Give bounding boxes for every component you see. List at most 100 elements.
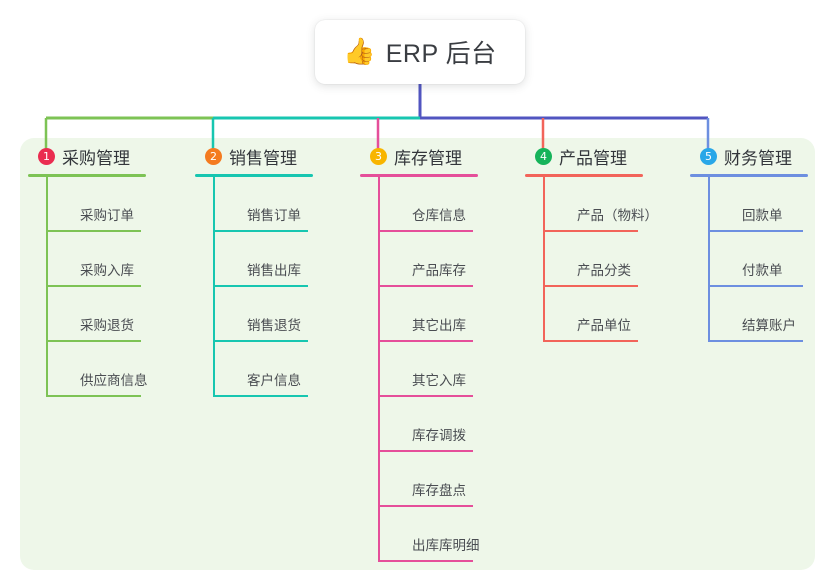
branch-number-badge: 3	[370, 147, 387, 165]
branch-item[interactable]: 客户信息	[213, 342, 313, 397]
branch-item[interactable]: 销售退货	[213, 287, 313, 342]
branch-item-rule	[378, 340, 473, 342]
branch-header-1[interactable]: 1 采购管理	[28, 143, 146, 169]
branch-item-label: 采购退货	[80, 318, 134, 333]
branch-item[interactable]: 采购入库	[46, 232, 146, 287]
branch-item-rule	[213, 285, 308, 287]
branch-item-rule	[378, 230, 473, 232]
branch-item-label: 库存调拨	[412, 428, 466, 443]
branch-item[interactable]: 产品库存	[378, 232, 478, 287]
branch-item-rule	[708, 230, 803, 232]
branch-item-label: 供应商信息	[80, 373, 148, 388]
branch-title: 采购管理	[62, 148, 130, 168]
root-title: ERP 后台	[385, 40, 497, 68]
branch-item-rule	[213, 395, 308, 397]
branch-item-rule	[378, 450, 473, 452]
branch-item-label: 产品单位	[577, 318, 631, 333]
branch-title: 销售管理	[229, 148, 297, 168]
branch-item[interactable]: 库存调拨	[378, 397, 478, 452]
branch-spine	[378, 177, 380, 562]
branch-item[interactable]: 出库库明细	[378, 507, 480, 562]
branch-item[interactable]: 销售订单	[213, 177, 313, 232]
branch-header-5[interactable]: 5 财务管理	[690, 143, 808, 169]
branch-item-rule	[46, 340, 141, 342]
branch-header-2[interactable]: 2 销售管理	[195, 143, 313, 169]
branch-item-label: 产品库存	[412, 263, 466, 278]
branch-spine	[543, 177, 545, 342]
branch-header-3[interactable]: 3 库存管理	[360, 143, 478, 169]
thumbs-up-icon: 👍	[343, 37, 376, 67]
branch-item[interactable]: 采购订单	[46, 177, 146, 232]
branch-title: 产品管理	[559, 148, 627, 168]
branch-item-list: 回款单付款单结算账户	[690, 177, 808, 342]
branch-item-label: 其它出库	[412, 318, 466, 333]
branch-item-label: 客户信息	[247, 373, 301, 388]
branch-item-label: 采购订单	[80, 208, 134, 223]
branch-spine	[46, 177, 48, 397]
branch-header-rule	[28, 174, 146, 177]
branch-item-list: 仓库信息产品库存其它出库其它入库库存调拨库存盘点出库库明细	[360, 177, 480, 562]
branch-number-badge: 4	[535, 147, 552, 165]
branch-item-rule	[378, 285, 473, 287]
branch-item[interactable]: 销售出库	[213, 232, 313, 287]
branch-item[interactable]: 产品分类	[543, 232, 643, 287]
branch-item-rule	[378, 505, 473, 507]
branch-item[interactable]: 供应商信息	[46, 342, 148, 397]
branch-header-rule	[195, 174, 313, 177]
branch-item-rule	[213, 340, 308, 342]
branch-item-label: 销售订单	[247, 208, 301, 223]
branch-column-4: 4 产品管理产品（物料） 产品分类产品单位	[525, 143, 658, 342]
branch-item-rule	[378, 395, 473, 397]
branch-item-label: 销售出库	[247, 263, 301, 278]
branch-header-rule	[360, 174, 478, 177]
branch-item[interactable]: 采购退货	[46, 287, 146, 342]
branch-header-4[interactable]: 4 产品管理	[525, 143, 643, 169]
branch-column-3: 3 库存管理仓库信息产品库存其它出库其它入库库存调拨库存盘点出库库明细	[360, 143, 480, 562]
branch-item-label: 产品（物料）	[577, 208, 658, 223]
branch-item[interactable]: 结算账户	[708, 287, 808, 342]
branch-number-badge: 2	[205, 147, 222, 165]
branch-header-rule	[525, 174, 643, 177]
branch-item-rule	[46, 285, 141, 287]
branch-item[interactable]: 仓库信息	[378, 177, 478, 232]
branch-item[interactable]: 回款单	[708, 177, 808, 232]
branch-item-label: 付款单	[742, 263, 783, 278]
branch-item-list: 销售订单销售出库销售退货客户信息	[195, 177, 313, 397]
branch-number-badge: 1	[38, 147, 55, 165]
branch-item-label: 出库库明细	[412, 538, 480, 553]
branch-title: 库存管理	[394, 148, 462, 168]
branch-item[interactable]: 产品（物料）	[543, 177, 658, 232]
branch-item-list: 采购订单采购入库采购退货供应商信息	[28, 177, 148, 397]
branch-item-label: 结算账户	[742, 318, 796, 333]
diagram-panel	[20, 138, 815, 570]
branch-item-rule	[543, 285, 638, 287]
branch-item-rule	[46, 230, 141, 232]
branch-item-rule	[378, 560, 473, 562]
branch-item-label: 库存盘点	[412, 483, 466, 498]
branch-spine	[213, 177, 215, 397]
branch-item[interactable]: 库存盘点	[378, 452, 478, 507]
branch-item-label: 销售退货	[247, 318, 301, 333]
branch-title: 财务管理	[724, 148, 792, 168]
branch-item-label: 仓库信息	[412, 208, 466, 223]
branch-column-1: 1 采购管理采购订单采购入库采购退货供应商信息	[28, 143, 148, 397]
branch-item-rule	[543, 340, 638, 342]
branch-item-rule	[708, 340, 803, 342]
branch-item-label: 采购入库	[80, 263, 134, 278]
branch-item-label: 其它入库	[412, 373, 466, 388]
branch-item[interactable]: 付款单	[708, 232, 808, 287]
branch-item[interactable]: 其它入库	[378, 342, 478, 397]
branch-number-badge: 5	[700, 147, 717, 165]
branch-column-5: 5 财务管理回款单付款单结算账户	[690, 143, 808, 342]
branch-spine	[708, 177, 710, 342]
root-node[interactable]: 👍 ERP 后台	[315, 20, 525, 84]
branch-header-rule	[690, 174, 808, 177]
branch-item[interactable]: 产品单位	[543, 287, 643, 342]
branch-item[interactable]: 其它出库	[378, 287, 478, 342]
branch-item-list: 产品（物料） 产品分类产品单位	[525, 177, 658, 342]
branch-item-label: 回款单	[742, 208, 783, 223]
branch-item-rule	[46, 395, 141, 397]
branch-item-rule	[543, 230, 638, 232]
branch-item-rule	[213, 230, 308, 232]
